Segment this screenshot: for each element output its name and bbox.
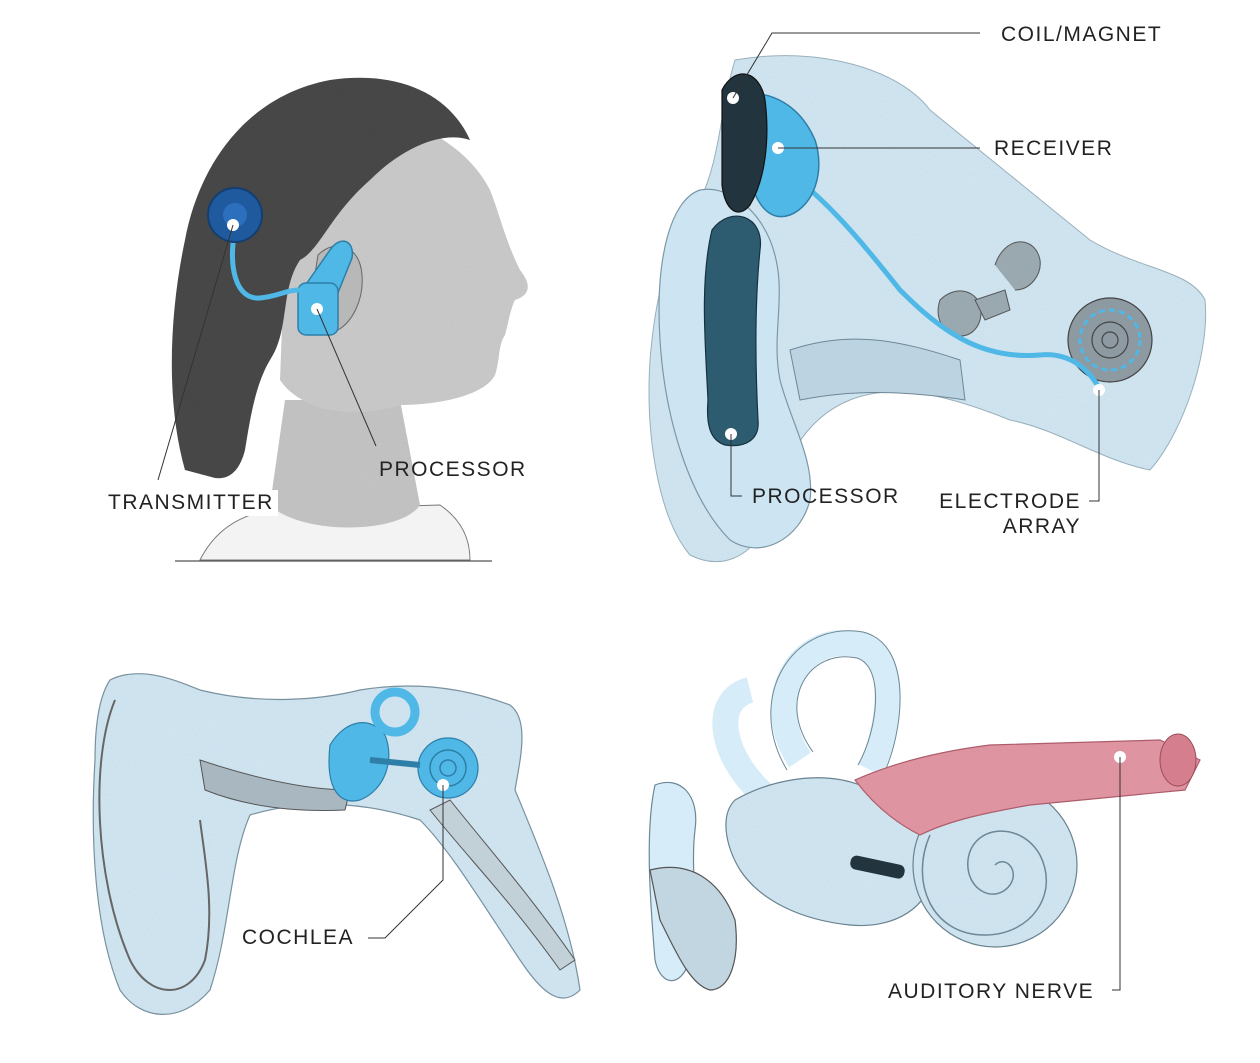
ossicles <box>937 241 1041 337</box>
semicircular-canals-outline <box>770 630 901 776</box>
electrode-array-label-line2: ARRAY <box>1002 515 1081 538</box>
implant-processor-label: PROCESSOR <box>752 485 900 508</box>
implant-processor-device <box>703 215 762 447</box>
vestibule <box>725 777 933 927</box>
ear-section-panel <box>92 673 581 1015</box>
ear-section-body <box>92 673 581 1015</box>
transmitter-leader <box>157 224 234 481</box>
implant-processor-leader <box>730 434 742 497</box>
cochlea-label: COCHLEA <box>242 926 355 949</box>
eustachian-tube <box>429 799 576 971</box>
transmitter-cable <box>230 229 301 301</box>
auditory-nerve-label: AUDITORY NERVE <box>888 980 1095 1003</box>
cochlea-spiral <box>1067 297 1153 383</box>
hair <box>171 77 470 479</box>
footplate <box>649 866 737 991</box>
auditory-nerve <box>854 739 1201 836</box>
cochlea-leader <box>368 785 444 939</box>
nerve-end <box>1159 733 1197 787</box>
coil-magnet-device <box>721 73 768 213</box>
coil-magnet-label: COIL/MAGNET <box>1001 23 1163 46</box>
electrode-leader <box>1089 390 1100 502</box>
oval-window <box>850 855 905 879</box>
neck <box>270 400 420 528</box>
ear-canal <box>789 338 966 401</box>
electrode-lead <box>768 157 1103 392</box>
processor-leader <box>316 308 377 447</box>
electrode-array-label-line1: ELECTRODE <box>939 490 1081 513</box>
coil-leader <box>732 32 980 99</box>
inner-ear-highlight <box>328 687 479 802</box>
implant-panel <box>648 32 1207 563</box>
semicircular-canals <box>712 630 901 811</box>
auricle <box>98 699 211 991</box>
inner-ear-panel <box>648 630 1201 991</box>
inner-cochlea-spiral <box>921 830 1047 936</box>
person-processor-label: PROCESSOR <box>379 458 527 481</box>
auditory-nerve-leader <box>1112 757 1121 991</box>
person-panel <box>157 77 528 562</box>
receiver-label: RECEIVER <box>994 137 1114 160</box>
transmitter-label: TRANSMITTER <box>104 490 278 516</box>
